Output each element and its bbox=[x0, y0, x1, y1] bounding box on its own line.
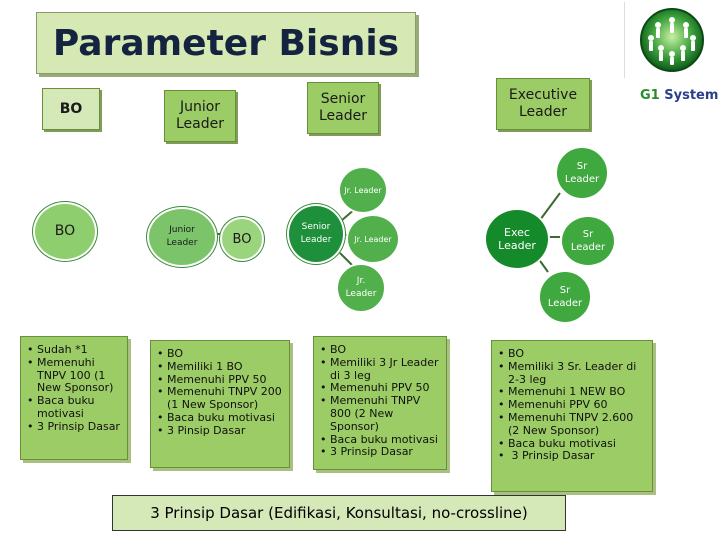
requirements-executive-leader: BO Memiliki 3 Sr. Leader di 2-3 leg Meme… bbox=[491, 340, 653, 492]
list-item: 3 Prinsip Dasar bbox=[320, 446, 440, 459]
brand-prefix: G1 bbox=[640, 88, 660, 103]
requirements-junior-list: BO Memiliki 1 BO Memenuhi PPV 50 Memenuh… bbox=[157, 347, 283, 438]
list-item: Memiliki 3 Sr. Leader di 2-3 leg bbox=[498, 360, 646, 387]
requirements-executive-list: BO Memiliki 3 Sr. Leader di 2-3 leg Meme… bbox=[498, 347, 646, 463]
list-item: Baca buku motivasi bbox=[320, 433, 440, 447]
brand-suffix: System bbox=[659, 88, 719, 103]
list-item: Baca buku motivasi bbox=[498, 437, 646, 451]
circle-junior-child-bo: BO bbox=[220, 217, 264, 261]
level-header-senior-leader: Senior Leader bbox=[307, 82, 379, 134]
list-item: 3 Prinsip Dasar bbox=[498, 450, 646, 463]
requirements-senior-leader: BO Memiliki 3 Jr Leader di 3 leg Memenuh… bbox=[313, 336, 447, 470]
list-item: BO bbox=[157, 347, 283, 361]
circle-exec-child-right: Sr Leader bbox=[560, 215, 616, 267]
circle-senior-leader: Senior Leader bbox=[287, 204, 345, 264]
list-item: BO bbox=[320, 343, 440, 357]
circle-senior-child-top: Jr. Leader bbox=[338, 166, 388, 214]
list-item: Memenuhi PPV 50 bbox=[320, 382, 440, 395]
list-item: Memiliki 1 BO bbox=[157, 360, 283, 374]
list-item: Memenuhi TNPV 200 (1 New Sponsor) bbox=[157, 386, 283, 412]
circle-junior-leader: Junior Leader bbox=[147, 207, 217, 267]
list-item: Memenuhi TNPV 800 (2 New Sponsor) bbox=[320, 394, 440, 433]
circle-exec-child-top: Sr Leader bbox=[555, 146, 609, 200]
circle-bo: BO bbox=[33, 202, 97, 261]
level-header-bo: BO bbox=[42, 88, 100, 130]
connector-exec-top bbox=[539, 192, 561, 221]
list-item: 3 Pinsip Dasar bbox=[157, 424, 283, 438]
list-item: Memenuhi PPV 60 bbox=[498, 398, 646, 412]
requirements-senior-list: BO Memiliki 3 Jr Leader di 3 leg Memenuh… bbox=[320, 343, 440, 459]
list-item: Memenuhi 1 NEW BO bbox=[498, 386, 646, 399]
circle-exec-child-bottom: Sr Leader bbox=[538, 270, 592, 324]
brand-label: G1 System bbox=[640, 88, 718, 103]
circle-exec-leader: Exec Leader bbox=[484, 208, 550, 270]
circle-senior-child-right: Jr. Leader bbox=[346, 214, 400, 264]
page-title: Parameter Bisnis bbox=[52, 22, 400, 64]
title-banner: Parameter Bisnis bbox=[36, 12, 416, 74]
circle-senior-child-bottom: Jr. Leader bbox=[336, 263, 386, 313]
logo bbox=[624, 2, 719, 78]
list-item: Sudah *1 bbox=[27, 343, 121, 357]
requirements-bo: Sudah *1 Memenuhi TNPV 100 (1 New Sponso… bbox=[20, 336, 128, 460]
list-item: BO bbox=[498, 347, 646, 361]
list-item: Memenuhi PPV 50 bbox=[157, 373, 283, 387]
requirements-bo-list: Sudah *1 Memenuhi TNPV 100 (1 New Sponso… bbox=[27, 343, 121, 434]
level-header-junior-leader: Junior Leader bbox=[164, 90, 236, 142]
requirements-junior-leader: BO Memiliki 1 BO Memenuhi PPV 50 Memenuh… bbox=[150, 340, 290, 468]
level-header-executive-leader: Executive Leader bbox=[496, 78, 590, 130]
list-item: Memiliki 3 Jr Leader di 3 leg bbox=[320, 356, 440, 383]
connector-senior-bottom bbox=[339, 252, 353, 266]
list-item: Baca buku motivasi bbox=[157, 411, 283, 425]
footer-principles-banner: 3 Prinsip Dasar (Edifikasi, Konsultasi, … bbox=[112, 495, 566, 531]
list-item: Baca buku motivasi bbox=[27, 394, 121, 421]
list-item: 3 Prinsip Dasar bbox=[27, 420, 121, 434]
list-item: Memenuhi TNPV 2.600 (2 New Sponsor) bbox=[498, 411, 646, 438]
people-circle-logo-icon bbox=[640, 8, 704, 72]
list-item: Memenuhi TNPV 100 (1 New Sponsor) bbox=[27, 356, 121, 395]
